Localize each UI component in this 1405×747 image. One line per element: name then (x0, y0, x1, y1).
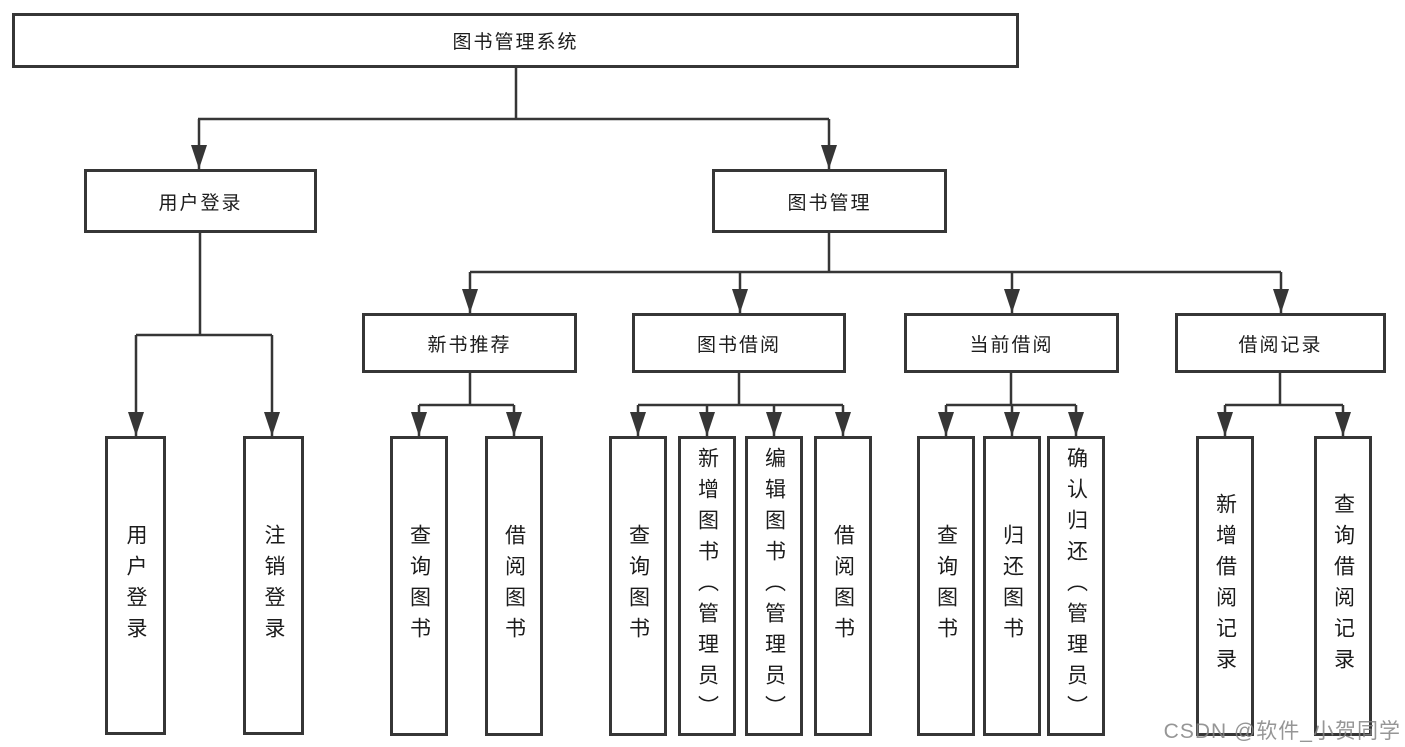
node-label: 注销登录 (262, 523, 285, 648)
csdn-watermark: CSDN @软件_小贺同学 (1163, 720, 1401, 743)
leaf-edit-books-admin: 编辑图书（管理员） (745, 436, 803, 736)
node-label: 新增图书（管理员） (695, 446, 719, 726)
node-label: 确认归还（管理员） (1064, 446, 1088, 726)
node-label: 查询图书 (934, 524, 958, 648)
node-book-management: 图书管理 (712, 169, 947, 233)
leaf-return-books: 归还图书 (983, 436, 1041, 736)
node-borrow-records: 借阅记录 (1175, 313, 1386, 373)
leaf-query-borrow-record: 查询借阅记录 (1314, 436, 1372, 736)
node-library-system: 图书管理系统 (12, 13, 1019, 68)
node-label: 新增借阅记录 (1213, 493, 1237, 679)
leaf-borrow-books-1: 借阅图书 (485, 436, 543, 736)
leaf-user-login: 用户登录 (105, 436, 166, 735)
leaf-query-books-1: 查询图书 (390, 436, 448, 736)
node-label: 查询图书 (626, 524, 650, 648)
leaf-query-books-2: 查询图书 (609, 436, 667, 736)
node-label: 借阅记录 (1238, 334, 1323, 356)
leaf-logout: 注销登录 (243, 436, 304, 735)
node-label: 查询借阅记录 (1331, 493, 1355, 679)
node-user-login: 用户登录 (84, 169, 317, 233)
node-label: 用户登录 (158, 192, 243, 214)
leaf-confirm-return-admin: 确认归还（管理员） (1047, 436, 1105, 736)
node-label: 归还图书 (1000, 524, 1024, 648)
leaf-add-borrow-record: 新增借阅记录 (1196, 436, 1254, 736)
node-label: 新书推荐 (427, 334, 512, 356)
leaf-borrow-books-2: 借阅图书 (814, 436, 872, 736)
node-current-borrowing: 当前借阅 (904, 313, 1119, 373)
node-label: 编辑图书（管理员） (762, 446, 786, 726)
node-label: 图书管理 (787, 192, 872, 214)
node-label: 当前借阅 (969, 334, 1054, 356)
node-new-book-recommend: 新书推荐 (362, 313, 577, 373)
node-label: 借阅图书 (831, 524, 855, 648)
node-label: 用户登录 (124, 523, 147, 648)
node-label: 图书借阅 (696, 334, 781, 356)
node-label: 借阅图书 (502, 524, 526, 648)
leaf-query-books-3: 查询图书 (917, 436, 975, 736)
node-book-borrowing: 图书借阅 (632, 313, 846, 373)
leaf-add-books-admin: 新增图书（管理员） (678, 436, 736, 736)
node-label: 图书管理系统 (452, 32, 579, 53)
node-label: 查询图书 (407, 524, 431, 648)
connector-trunks (136, 68, 1343, 407)
